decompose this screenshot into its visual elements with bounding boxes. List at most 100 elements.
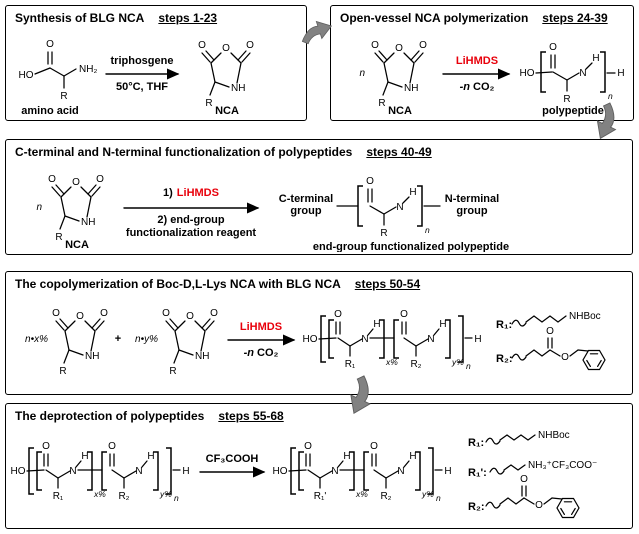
atom-label: H — [147, 451, 154, 462]
panel-synthesis-blg-nca: Synthesis of BLG NCA steps 1-23 HO O NH₂… — [5, 5, 307, 121]
polypeptide-structure: HO O R N H n H — [520, 42, 625, 105]
atom-label: N — [135, 466, 142, 477]
nca-structure — [161, 307, 219, 378]
atom-label: O — [549, 42, 557, 53]
product-label: NCA — [215, 105, 239, 117]
atom-label: O — [42, 441, 50, 452]
panel-end-group-functionalization: C-terminal and N-terminal functionalizat… — [5, 139, 633, 255]
coefficient-nx: n•x% — [25, 334, 48, 345]
panel1-title: Synthesis of BLG NCA — [15, 11, 145, 25]
atom-label: N — [397, 466, 404, 477]
coefficient-n: n — [359, 68, 365, 79]
reagent-step-number: 1) — [163, 187, 173, 199]
reaction-arrow-3: 1)LiHMDS 2) end-group functionalization … — [123, 187, 260, 239]
r1-label: R₁: — [468, 437, 484, 449]
panel3-title: C-terminal and N-terminal functionalizat… — [15, 145, 353, 159]
panel4-title: The copolymerization of Boc-D,L-Lys NCA … — [15, 277, 341, 291]
r1-value: NHBoc — [569, 311, 601, 322]
atom-label: O — [366, 176, 374, 187]
r1-prime-value: NH₃⁺CF₃COO⁻ — [528, 460, 597, 471]
subscript-x-pct: x% — [93, 489, 106, 499]
atom-label: O — [520, 474, 528, 485]
nca-structure — [47, 173, 105, 244]
panel-open-vessel-polymerization: Open-vessel NCA polymerization steps 24-… — [330, 5, 634, 121]
subscript-x-pct: x% — [355, 489, 368, 499]
panel5-header: The deprotection of polypeptides steps 5… — [6, 404, 632, 423]
atom-label: N — [427, 334, 434, 345]
nca-structure — [370, 39, 428, 110]
atom-label: O — [304, 441, 312, 452]
monomer1-structure: n•x% — [25, 307, 109, 378]
copolymer-structure: HO O R₁ N H x% O — [303, 309, 482, 371]
r2-label: R₂: — [496, 353, 513, 365]
panel-deprotection: The deprotection of polypeptides steps 5… — [5, 403, 633, 529]
r1-definition: R₁: NHBoc — [468, 430, 570, 449]
subscript-y-pct: y% — [421, 489, 434, 499]
reagent-below-label: 50°C, THF — [116, 81, 168, 93]
atom-label: H — [592, 53, 599, 64]
nca-monomer-structure: n — [36, 173, 105, 244]
amino-acid-structure: HO O NH₂ R — [19, 39, 98, 102]
panel4-steps-badge: steps 50-54 — [354, 277, 421, 291]
r2-label: R₂: — [468, 501, 485, 513]
atom-label: HO — [520, 68, 535, 79]
reactant-label: NCA — [388, 105, 412, 117]
subscript-x-pct: x% — [385, 357, 398, 367]
r1-prime-label: R₁': — [468, 467, 487, 479]
r1-prime-definition: R₁': NH₃⁺CF₃COO⁻ — [468, 460, 597, 479]
reagent-above-label: LiHMDS — [240, 321, 282, 333]
benzene-ring — [582, 349, 606, 371]
functionalized-polypeptide-structure: C-terminal group O R N H n N-terminal gr… — [279, 176, 499, 239]
subscript-y-pct: y% — [451, 357, 464, 367]
nca-monomer-structure: n — [359, 39, 428, 110]
coefficient-ny: n•y% — [135, 334, 158, 345]
atom-label: O — [108, 441, 116, 452]
atom-label: R — [563, 94, 570, 105]
reaction-arrow-5: CF₃COOH — [199, 453, 266, 478]
atom-label-r2: R₂ — [380, 491, 391, 502]
subscript-n: n — [425, 225, 430, 235]
panel4-header: The copolymerization of Boc-D,L-Lys NCA … — [6, 272, 632, 291]
atom-label: O — [546, 326, 554, 337]
panel5-title: The deprotection of polypeptides — [15, 409, 205, 423]
atom-label: HO — [11, 466, 26, 477]
atom-label-r2: R₂ — [410, 359, 421, 370]
panel2-header: Open-vessel NCA polymerization steps 24-… — [331, 6, 633, 25]
reagent-lihmds: LiHMDS — [177, 187, 219, 199]
panel2-title: Open-vessel NCA polymerization — [340, 11, 529, 25]
n-terminal-label: N-terminal — [445, 193, 499, 205]
panel1-scheme: HO O NH₂ R amino acid triphosgene 50°C, … — [19, 39, 255, 117]
atom-label-r2: R₂ — [118, 491, 129, 502]
atom-label: H — [474, 334, 481, 345]
nca-structure — [197, 39, 255, 110]
atom-label: HO — [273, 466, 288, 477]
r1-label: R₁: — [496, 319, 512, 331]
atom-label-r1: R₁ — [345, 359, 356, 370]
reagent-above-label: triphosgene — [111, 55, 174, 67]
reagent-above-label: CF₃COOH — [206, 453, 259, 465]
c-terminal-label2: group — [290, 205, 321, 217]
atom-label: H — [343, 451, 350, 462]
atom-label: H — [439, 319, 446, 330]
atom-label: O — [561, 352, 569, 363]
reaction-arrow-1: triphosgene 50°C, THF — [105, 55, 180, 93]
reagent-n: -n — [460, 81, 471, 93]
reagent-n: -n — [244, 347, 255, 359]
panel5-scheme: HO O R₁ N H x% O — [11, 430, 597, 519]
atom-label: O — [370, 441, 378, 452]
atom-label: O — [400, 309, 408, 320]
panel3-steps-badge: steps 40-49 — [366, 145, 432, 159]
deprotected-copolymer-structure: HO O R₁' N H x% O — [273, 441, 452, 503]
atom-label: R — [60, 91, 67, 102]
reagent-line2: 2) end-group — [157, 214, 224, 226]
panel3-header: C-terminal and N-terminal functionalizat… — [6, 140, 632, 159]
atom-label: N — [331, 466, 338, 477]
panel1-steps-badge: steps 1-23 — [158, 11, 218, 25]
reagent-line1: 1) LiHMDS — [163, 187, 219, 199]
